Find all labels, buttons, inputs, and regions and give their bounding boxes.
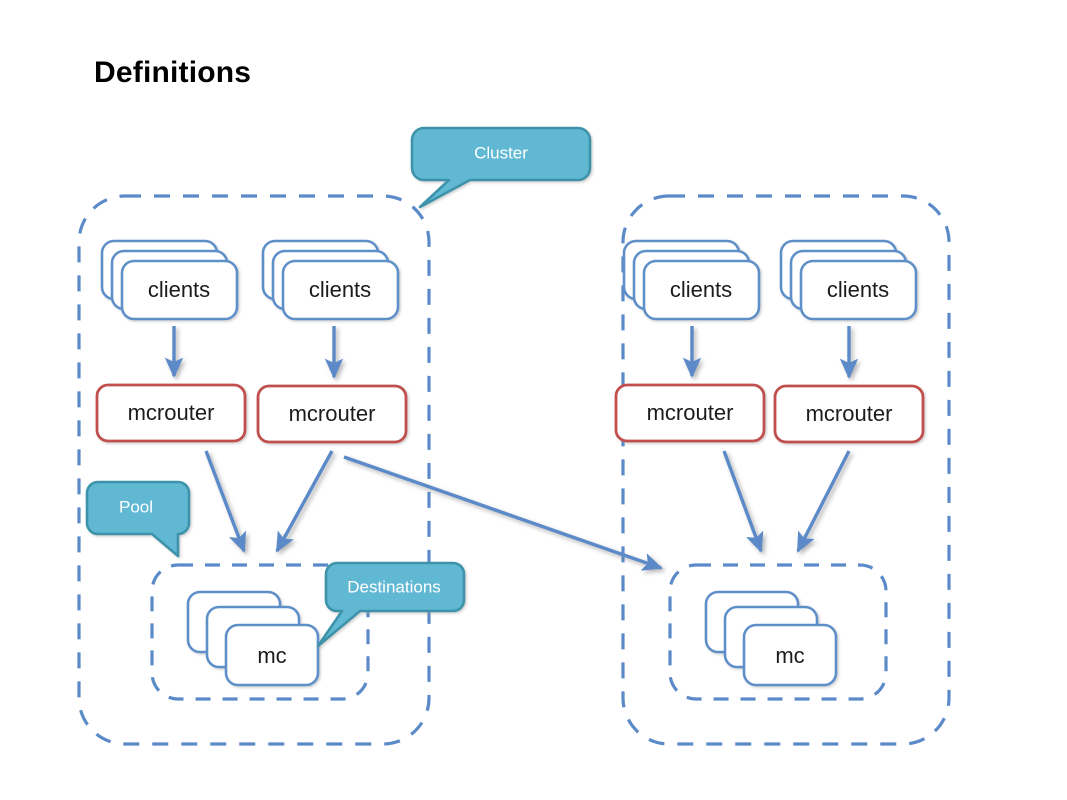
callout-cluster-label: Cluster	[474, 143, 528, 162]
callout-destinations-label: Destinations	[347, 577, 441, 596]
page-title: Definitions	[94, 56, 252, 89]
arrow-mcrouter-l1-to-pool-left	[204, 450, 247, 553]
pool-right-boundary[interactable]	[668, 563, 888, 701]
mc-right[interactable]: mc	[704, 590, 838, 687]
mc-right-label: mc	[775, 643, 804, 668]
mcrouter-left-2[interactable]: mcrouter	[256, 384, 408, 444]
clients-right-2[interactable]: clients	[779, 239, 918, 321]
clients-stack-layer-front	[642, 259, 761, 321]
clients-right-1-label: clients	[670, 277, 732, 302]
cluster-right[interactable]	[621, 194, 951, 746]
mcrouter-left-2-box	[256, 384, 408, 444]
arrow-layer	[164, 326, 859, 571]
arrow-mcrouter-r2-to-pool-right	[796, 450, 851, 553]
pool-right[interactable]	[668, 563, 888, 701]
arrow-mcrouter-l2-to-pool-right	[343, 455, 663, 571]
callout-pool-bubble	[85, 480, 191, 558]
mc-stack-layer-front	[224, 623, 320, 687]
arrow-mcrouter-r1-to-pool-right	[722, 450, 764, 553]
clients-left-2[interactable]: clients	[261, 239, 400, 321]
clients-right-2-label: clients	[827, 277, 889, 302]
mcrouter-left-1-label: mcrouter	[128, 400, 215, 425]
mcrouter-right-1-box	[614, 383, 766, 443]
clients-stack-layer-front	[281, 259, 400, 321]
clients-stack-layer-front	[799, 259, 918, 321]
mcrouter-right-2[interactable]: mcrouter	[773, 384, 925, 444]
clients-left-1-label: clients	[148, 277, 210, 302]
callout-pool[interactable]: Pool	[85, 480, 191, 558]
callout-cluster-bubble	[410, 126, 592, 209]
clients-right-1[interactable]: clients	[622, 239, 761, 321]
pool-left[interactable]	[150, 563, 370, 701]
mcrouter-right-2-box	[773, 384, 925, 444]
mcrouter-right-1[interactable]: mcrouter	[614, 383, 766, 443]
mc-left-label: mc	[257, 643, 286, 668]
callout-cluster[interactable]: Cluster	[410, 126, 592, 209]
arrow-mcrouter-l2-to-pool-left	[275, 450, 334, 553]
callout-destinations[interactable]: Destinations	[316, 561, 466, 648]
pool-left-boundary[interactable]	[150, 563, 370, 701]
cluster-left[interactable]	[77, 194, 431, 746]
cluster-left-boundary[interactable]	[77, 194, 431, 746]
mcrouter-left-1-box	[95, 383, 247, 443]
clients-left-2-label: clients	[309, 277, 371, 302]
clients-stack-layer-front	[120, 259, 239, 321]
clients-left-1[interactable]: clients	[100, 239, 239, 321]
callout-destinations-bubble	[316, 561, 466, 648]
mcrouter-left-1[interactable]: mcrouter	[95, 383, 247, 443]
cluster-right-boundary[interactable]	[621, 194, 951, 746]
mcrouter-right-2-label: mcrouter	[806, 401, 893, 426]
mc-stack-layer-front	[742, 623, 838, 687]
mcrouter-left-2-label: mcrouter	[289, 401, 376, 426]
mc-left[interactable]: mc	[186, 590, 320, 687]
callout-pool-label: Pool	[119, 497, 153, 516]
mcrouter-right-1-label: mcrouter	[647, 400, 734, 425]
